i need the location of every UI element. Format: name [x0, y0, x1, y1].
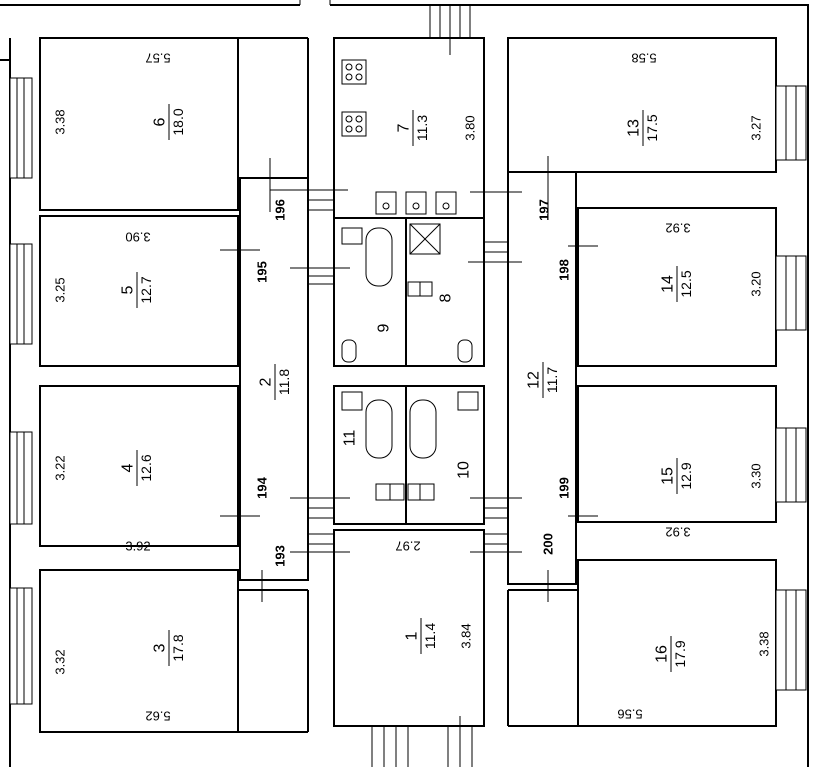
dimension-label: 5.58 [631, 51, 656, 66]
dimension-label: 5.62 [145, 709, 170, 724]
dimension-label: 3.32 [53, 649, 68, 674]
dimension-label: 3.92 [665, 525, 690, 540]
room-number: 4 [120, 463, 137, 472]
toilet-icon [341, 339, 473, 363]
door-number: 197 [537, 199, 552, 221]
room-number: 14 [660, 275, 677, 293]
room-number: 12 [526, 371, 543, 389]
room-area: 11.8 [276, 369, 292, 395]
dimension-label: 3.80 [463, 115, 478, 140]
dimension-label: 3.30 [749, 463, 764, 488]
dimension-label: 3.84 [459, 623, 474, 648]
dimension-label: 3.38 [53, 109, 68, 134]
stove-icon [341, 59, 367, 137]
dimension-label: 3.27 [749, 115, 764, 140]
dimension-label: 3.92 [665, 221, 690, 236]
room-number: 11 [342, 430, 359, 447]
room-area: 12.5 [678, 270, 694, 297]
sink-icon [341, 191, 479, 501]
dimension-label: 5.56 [617, 707, 642, 722]
door-number: 194 [255, 476, 270, 498]
dimension-label: 3.38 [757, 631, 772, 656]
door-number: 200 [541, 533, 556, 555]
room-area: 17.5 [644, 114, 660, 141]
room-number: 6 [152, 117, 169, 126]
room-area: 18.0 [170, 108, 186, 135]
room-number: 10 [456, 461, 473, 479]
room-number: 13 [626, 119, 643, 137]
door-number: 199 [557, 477, 572, 499]
room-number: 7 [396, 123, 413, 132]
room-number: 16 [654, 645, 671, 663]
ventilation-shaft-icon [409, 223, 441, 255]
dimension-label: 3.92 [125, 539, 150, 554]
door-number: 193 [273, 545, 288, 567]
room-area: 11.3 [414, 115, 430, 141]
door-number: 196 [273, 199, 288, 221]
dimension-label: 3.90 [125, 230, 150, 245]
door-number: 195 [255, 261, 270, 283]
room-number: 9 [376, 323, 393, 332]
dimension-label: 3.25 [53, 277, 68, 302]
dimension-label: 5.57 [145, 51, 170, 66]
room-area: 12.9 [678, 462, 694, 489]
dimension-label: 3.20 [749, 271, 764, 296]
room-area: 12.7 [138, 276, 154, 303]
room-number: 8 [438, 293, 455, 302]
room-number: 3 [152, 643, 169, 652]
dimension-label: 2.97 [395, 539, 420, 554]
room-area: 11.4 [422, 623, 438, 649]
room-area: 17.8 [170, 634, 186, 661]
room-area: 11.7 [544, 367, 560, 393]
windows [9, 5, 807, 767]
door-ticks [220, 70, 598, 700]
room-area: 12.6 [138, 454, 154, 481]
room-number: 5 [120, 285, 137, 294]
dimension-label: 3.22 [53, 455, 68, 480]
room-number: 15 [660, 467, 677, 485]
room-area: 17.9 [672, 640, 688, 667]
fixtures [341, 59, 479, 501]
room-number: 2 [258, 377, 275, 386]
door-number: 198 [557, 259, 572, 281]
room-number: 1 [404, 631, 421, 640]
room-walls [39, 37, 777, 733]
bathtub-icon [365, 227, 437, 459]
